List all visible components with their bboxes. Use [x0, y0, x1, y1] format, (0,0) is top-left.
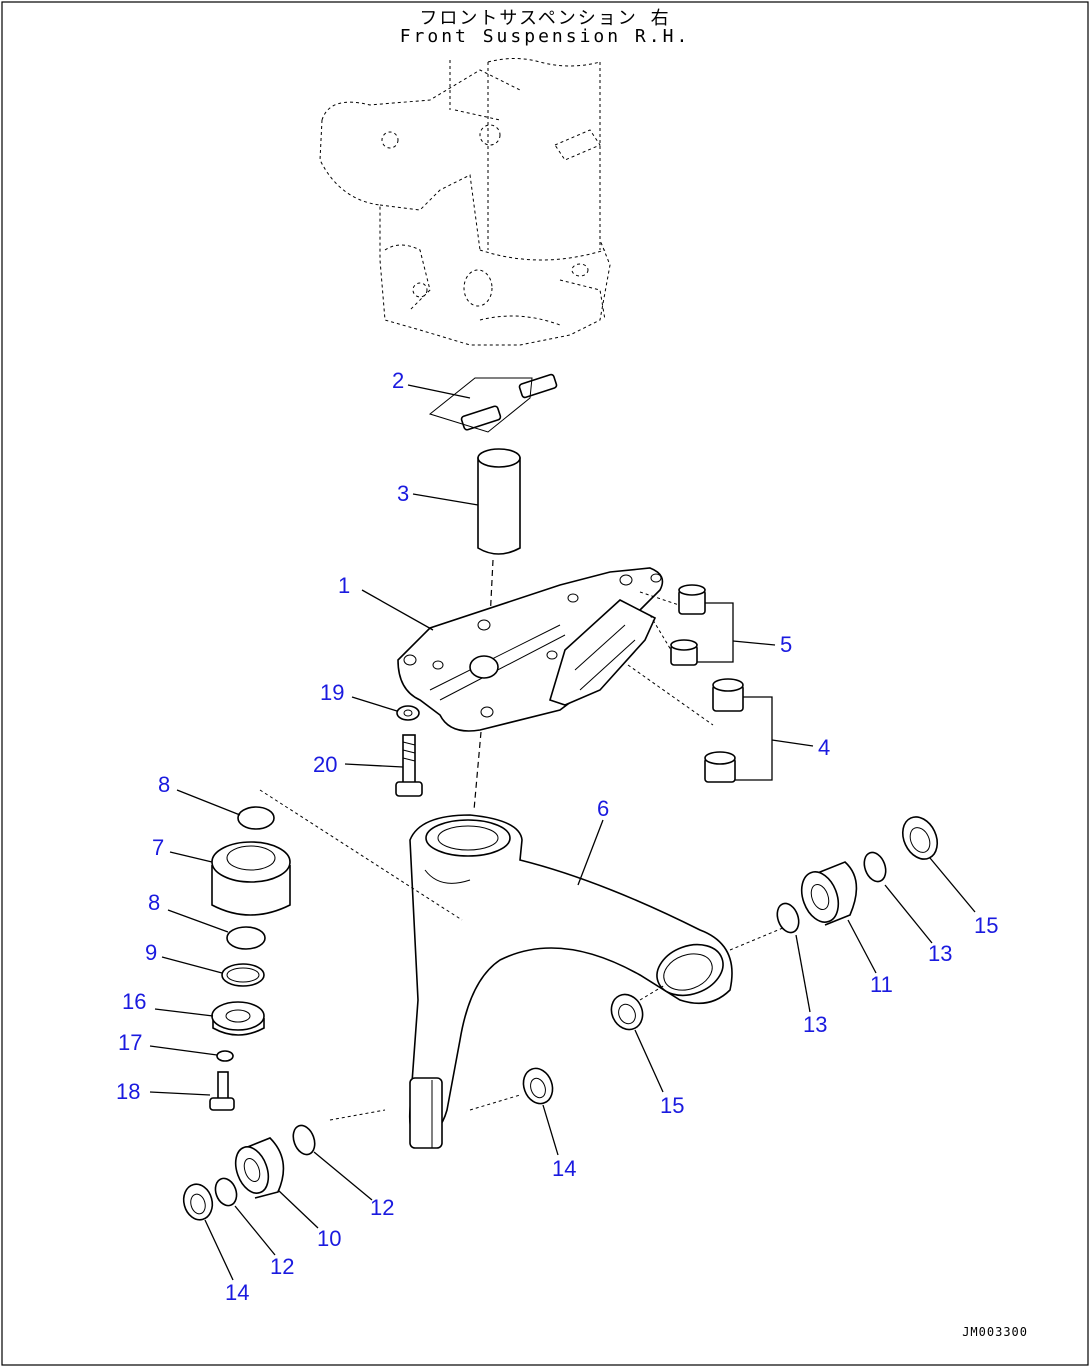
callout-12b: 12 — [270, 1254, 294, 1279]
callout-12a: 12 — [370, 1195, 394, 1220]
part-2-pins — [407, 373, 558, 433]
callout-7: 7 — [152, 835, 164, 860]
callout-3: 3 — [397, 481, 409, 506]
part-5-bushings — [639, 584, 776, 666]
callout-17: 17 — [118, 1030, 142, 1055]
drawing-id: JM003300 — [962, 1325, 1028, 1339]
part-11-bearing — [800, 861, 877, 974]
part-4-bushings — [627, 664, 814, 783]
callout-8a: 8 — [158, 772, 170, 797]
part-20-bolt — [344, 734, 423, 797]
callout-6: 6 — [597, 796, 609, 821]
callout-labels: 1 2 3 4 5 6 7 8 8 9 10 11 12 12 13 13 14… — [116, 368, 998, 1305]
callout-2: 2 — [392, 368, 404, 393]
title-japanese: フロントサスペンション 右 — [419, 8, 671, 29]
part-14-seal-a — [522, 1067, 559, 1156]
part-1-bracket — [361, 567, 664, 811]
part-7-mount — [169, 841, 291, 916]
part-14-seal-b — [182, 1183, 234, 1281]
callout-14b: 14 — [225, 1280, 249, 1305]
callout-8b: 8 — [148, 890, 160, 915]
callout-16: 16 — [122, 989, 146, 1014]
part-18-bolt — [149, 1071, 235, 1111]
part-13-disc-a — [776, 902, 811, 1013]
callout-5: 5 — [780, 632, 792, 657]
callout-19: 19 — [320, 680, 344, 705]
part-12-disc-b — [214, 1177, 276, 1256]
part-19-washer — [351, 696, 420, 721]
callout-11: 11 — [870, 972, 893, 997]
callout-14a: 14 — [552, 1156, 576, 1181]
callout-10: 10 — [317, 1226, 341, 1251]
callout-4: 4 — [818, 735, 830, 760]
part-10-bearing — [234, 1137, 319, 1229]
suspension-cylinder-phantom — [319, 58, 611, 346]
part-15-seal-b — [610, 993, 664, 1093]
part-6-a-arm — [408, 814, 733, 1149]
title-english: Front Suspension R.H. — [399, 26, 691, 47]
callout-18: 18 — [116, 1079, 140, 1104]
callout-15b: 15 — [660, 1093, 684, 1118]
callout-20: 20 — [313, 752, 337, 777]
part-8-disc-upper — [176, 789, 275, 830]
callout-13a: 13 — [803, 1012, 827, 1037]
part-12-disc-a — [292, 1124, 373, 1201]
callout-15a: 15 — [974, 913, 998, 938]
callout-13b: 13 — [928, 941, 952, 966]
part-17-washer — [149, 1045, 234, 1062]
part-9-snap-ring — [161, 956, 265, 987]
part-8-disc-lower — [167, 909, 266, 950]
part-3-shaft — [412, 448, 521, 621]
part-16-cap — [154, 1001, 265, 1036]
callout-1: 1 — [338, 573, 350, 598]
callout-9: 9 — [145, 940, 157, 965]
part-13-disc-b — [863, 851, 933, 944]
part-15-seal-a — [901, 816, 976, 913]
